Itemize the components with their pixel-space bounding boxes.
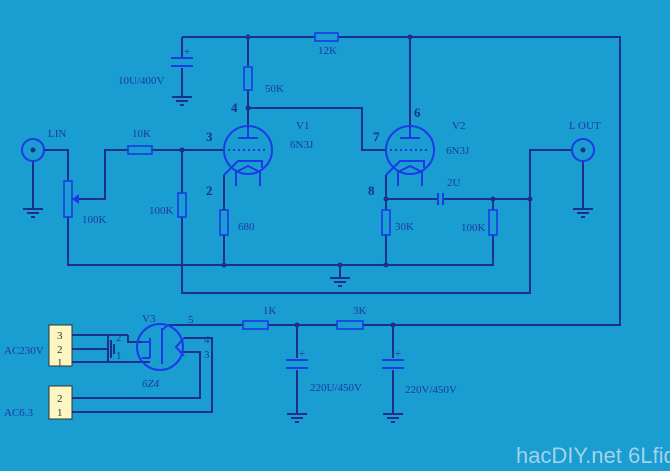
svg-text:10K: 10K [132, 128, 151, 140]
svg-text:2: 2 [57, 393, 63, 405]
wires [32, 36, 621, 413]
svg-text:+: + [184, 46, 190, 58]
lout-jack [571, 138, 595, 162]
junction-dots [179, 34, 533, 328]
resistor-10k [127, 145, 153, 155]
resistor-50k [243, 66, 253, 91]
svg-text:1: 1 [57, 407, 63, 419]
svg-text:1: 1 [57, 357, 63, 369]
svg-text:L OUT: L OUT [569, 120, 601, 132]
svg-text:1: 1 [116, 350, 122, 362]
svg-text:100K: 100K [461, 222, 486, 234]
power-switch: 2 1 [107, 332, 122, 362]
svg-text:680: 680 [238, 221, 255, 233]
component-labels: 10U/400V 12K 50K LIN 10K 100K 100K 680 V… [4, 45, 601, 419]
resistors [63, 32, 498, 330]
tube-v1 [223, 125, 273, 186]
svg-text:3K: 3K [353, 305, 367, 317]
svg-text:100K: 100K [149, 205, 174, 217]
svg-text:2: 2 [57, 344, 63, 356]
tube-v3 [136, 323, 185, 371]
svg-text:3: 3 [57, 330, 63, 342]
svg-text:6: 6 [414, 105, 421, 120]
svg-text:5: 5 [188, 314, 194, 326]
svg-text:2U: 2U [447, 177, 461, 189]
lin-jack [21, 138, 45, 162]
svg-text:7: 7 [373, 129, 380, 144]
capacitors: + + + [171, 46, 444, 369]
connector-ac63: 2 1 [48, 385, 73, 420]
svg-text:8: 8 [368, 183, 375, 198]
resistor-100k-out [488, 209, 498, 236]
resistor-1k [242, 320, 269, 330]
svg-text:12K: 12K [318, 45, 337, 57]
svg-text:4: 4 [204, 334, 210, 346]
svg-text:50K: 50K [265, 83, 284, 95]
svg-text:6N3J: 6N3J [290, 139, 314, 151]
resistor-30k [381, 209, 391, 236]
tube-v2 [385, 125, 435, 186]
potentiometer [63, 180, 73, 218]
svg-text:6N3J: 6N3J [446, 145, 470, 157]
svg-text:10U/400V: 10U/400V [118, 75, 165, 87]
svg-text:1K: 1K [263, 305, 277, 317]
connector-ac230v: 3 2 1 [48, 324, 73, 369]
svg-text:3: 3 [206, 129, 213, 144]
resistor-12k [314, 32, 339, 42]
svg-text:2: 2 [116, 332, 122, 344]
svg-text:3: 3 [204, 349, 210, 361]
svg-text:4: 4 [231, 100, 238, 115]
svg-text:220V/450V: 220V/450V [405, 384, 457, 396]
svg-text:6Z4: 6Z4 [142, 378, 160, 390]
svg-text:V2: V2 [452, 120, 465, 132]
resistor-680 [219, 209, 229, 236]
watermark: hacDIY.net 6Lfidiy.net [516, 443, 670, 468]
svg-text:30K: 30K [395, 221, 414, 233]
resistor-100k-grid [177, 192, 187, 218]
resistor-3k [336, 320, 364, 330]
svg-text:AC6.3: AC6.3 [4, 407, 34, 419]
svg-text:AC230V: AC230V [4, 345, 44, 357]
ground-icons [23, 96, 593, 423]
svg-text:2: 2 [206, 183, 213, 198]
svg-text:220U/450V: 220U/450V [310, 382, 362, 394]
svg-text:+: + [395, 348, 401, 360]
svg-text:100K: 100K [82, 214, 107, 226]
pot-wiper-icon [72, 194, 79, 204]
svg-text:V1: V1 [296, 120, 309, 132]
svg-text:LIN: LIN [48, 128, 66, 140]
svg-text:V3: V3 [142, 313, 156, 325]
svg-text:+: + [299, 348, 305, 360]
